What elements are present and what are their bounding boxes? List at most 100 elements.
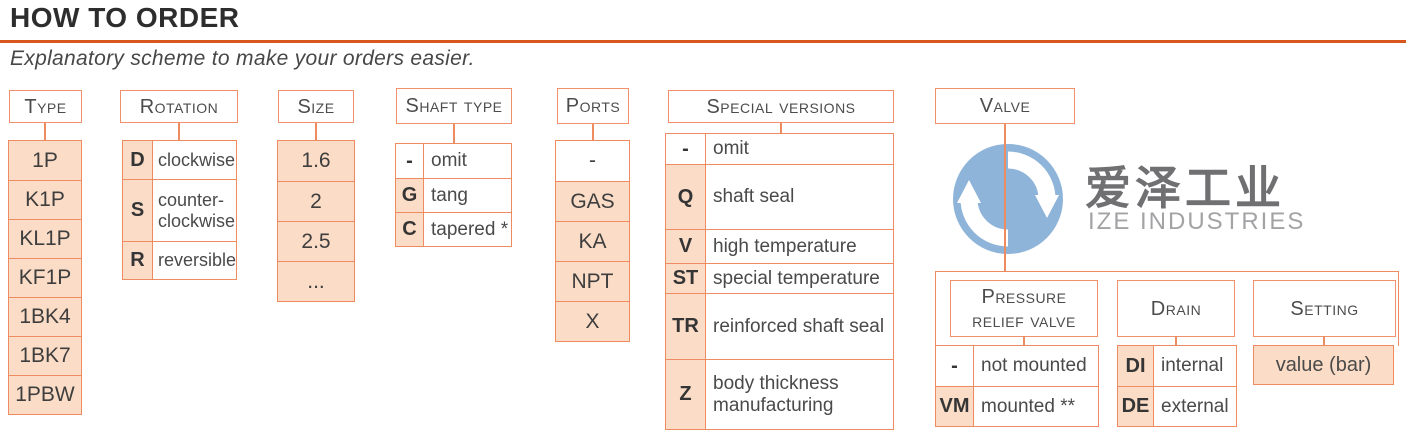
code-cell: TR bbox=[666, 294, 706, 359]
type-cell: 1BK7 bbox=[9, 336, 81, 375]
ports-table: - GAS KA NPT X bbox=[555, 140, 630, 342]
desc-cell: body thickness manufacturing bbox=[706, 360, 856, 429]
rotation-header: Rotation bbox=[120, 90, 238, 123]
pressure-relief-valve-table: - not mounted VM mounted ** bbox=[935, 345, 1099, 427]
desc-cell: clockwise bbox=[153, 141, 236, 179]
page-title: HOW TO ORDER bbox=[10, 2, 240, 33]
rotation-table: D clockwise S counter-clockwise R revers… bbox=[122, 140, 237, 280]
setting-header: Setting bbox=[1253, 280, 1396, 337]
size-table: 1.6 2 2.5 ... bbox=[277, 140, 355, 302]
rotation-row: S counter-clockwise bbox=[123, 179, 236, 241]
code-cell: C bbox=[396, 213, 424, 246]
code-cell: DI bbox=[1118, 346, 1154, 386]
desc-cell: external bbox=[1154, 387, 1236, 426]
pressure-relief-valve-row: - not mounted bbox=[936, 346, 1098, 386]
code-cell: S bbox=[123, 180, 153, 241]
desc-cell: shaft seal bbox=[706, 165, 893, 229]
rotation-row: R reversible bbox=[123, 241, 237, 279]
drain-table: DI internal DE external bbox=[1117, 345, 1237, 427]
rotation-row: D clockwise bbox=[123, 141, 236, 179]
desc-cell: internal bbox=[1154, 346, 1236, 386]
type-cell: K1P bbox=[9, 180, 81, 219]
desc-cell: counter-clockwise bbox=[153, 180, 236, 241]
type-cell: 1BK4 bbox=[9, 297, 81, 336]
code-cell: - bbox=[396, 144, 424, 178]
code-cell: R bbox=[123, 242, 153, 279]
desc-cell: tang bbox=[424, 179, 511, 212]
code-cell: D bbox=[123, 141, 153, 179]
desc-cell: reinforced shaft seal bbox=[706, 294, 893, 359]
ports-cell: GAS bbox=[556, 181, 629, 221]
pressure-relief-valve-connector bbox=[1023, 337, 1025, 345]
code-cell: Z bbox=[666, 360, 706, 429]
type-cell: 1PBW bbox=[9, 375, 81, 414]
size-cell: 2 bbox=[278, 181, 354, 221]
type-cell: KL1P bbox=[9, 219, 81, 258]
special-version-row: V high temperature bbox=[666, 229, 893, 263]
special-version-row: Q shaft seal bbox=[666, 164, 893, 229]
drain-header: Drain bbox=[1117, 280, 1235, 337]
size-cell: ... bbox=[278, 261, 354, 301]
ize-logo-chinese-text: 爱泽工业 bbox=[1085, 162, 1285, 214]
title-rule bbox=[0, 40, 1406, 43]
shaft-type-row: - omit bbox=[396, 144, 511, 178]
page-subtitle: Explanatory scheme to make your orders e… bbox=[10, 47, 475, 70]
size-cell: 2.5 bbox=[278, 221, 354, 261]
special-version-row: Z body thickness manufacturing bbox=[666, 359, 893, 429]
code-cell: - bbox=[936, 346, 974, 386]
ports-cell: NPT bbox=[556, 261, 629, 301]
rotation-connector bbox=[178, 123, 180, 140]
shaft-type-row: C tapered * bbox=[396, 212, 511, 246]
ize-logo-english-text: IZE INDUSTRIES bbox=[1088, 208, 1306, 235]
valve-connector bbox=[1004, 124, 1006, 272]
special-versions-header: Special versions bbox=[668, 90, 894, 123]
size-connector bbox=[315, 123, 317, 140]
drain-row: DI internal bbox=[1118, 346, 1236, 386]
setting-value-cell: value (bar) bbox=[1253, 345, 1394, 385]
code-cell: VM bbox=[936, 387, 974, 426]
code-cell: - bbox=[666, 134, 706, 164]
desc-cell: omit bbox=[424, 144, 511, 178]
pressure-relief-valve-header: Pressure relief valve bbox=[950, 280, 1098, 337]
drain-connector bbox=[1175, 337, 1177, 345]
special-version-row: ST special temperature bbox=[666, 263, 893, 293]
ports-cell: - bbox=[556, 141, 629, 181]
type-cell: 1P bbox=[9, 141, 81, 180]
ports-header: Ports bbox=[557, 88, 629, 124]
desc-cell: tapered * bbox=[424, 213, 511, 246]
type-connector bbox=[44, 123, 46, 140]
valve-branch-bracket bbox=[935, 271, 1399, 346]
ports-connector bbox=[592, 124, 594, 140]
type-header: Type bbox=[9, 90, 82, 123]
desc-cell: not mounted bbox=[974, 346, 1098, 386]
special-versions-table: - omit Q shaft seal V high temperature S… bbox=[665, 133, 894, 430]
size-header: Size bbox=[278, 90, 354, 123]
type-table: 1P K1P KL1P KF1P 1BK4 1BK7 1PBW bbox=[8, 140, 82, 415]
shaft-type-row: G tang bbox=[396, 178, 511, 212]
shaft-type-header: Shaft type bbox=[396, 88, 512, 124]
pressure-relief-valve-row: VM mounted ** bbox=[936, 386, 1098, 426]
shaft-type-connector bbox=[453, 124, 455, 143]
special-version-row: TR reinforced shaft seal bbox=[666, 293, 893, 359]
desc-cell: mounted ** bbox=[974, 387, 1098, 426]
setting-connector bbox=[1323, 337, 1325, 345]
desc-cell: reversible bbox=[153, 242, 237, 279]
code-cell: V bbox=[666, 230, 706, 263]
special-version-row: - omit bbox=[666, 134, 893, 164]
ports-cell: X bbox=[556, 301, 629, 341]
size-cell: 1.6 bbox=[278, 141, 354, 181]
ports-cell: KA bbox=[556, 221, 629, 261]
ize-circular-arrows-logo bbox=[953, 144, 1063, 254]
code-cell: ST bbox=[666, 264, 706, 293]
code-cell: G bbox=[396, 179, 424, 212]
drain-row: DE external bbox=[1118, 386, 1236, 426]
shaft-type-table: - omit G tang C tapered * bbox=[395, 143, 512, 247]
type-cell: KF1P bbox=[9, 258, 81, 297]
code-cell: Q bbox=[666, 165, 706, 229]
valve-header: Valve bbox=[935, 88, 1075, 124]
code-cell: DE bbox=[1118, 387, 1154, 426]
desc-cell: special temperature bbox=[706, 264, 893, 293]
special-versions-connector bbox=[780, 123, 782, 133]
desc-cell: omit bbox=[706, 134, 893, 164]
